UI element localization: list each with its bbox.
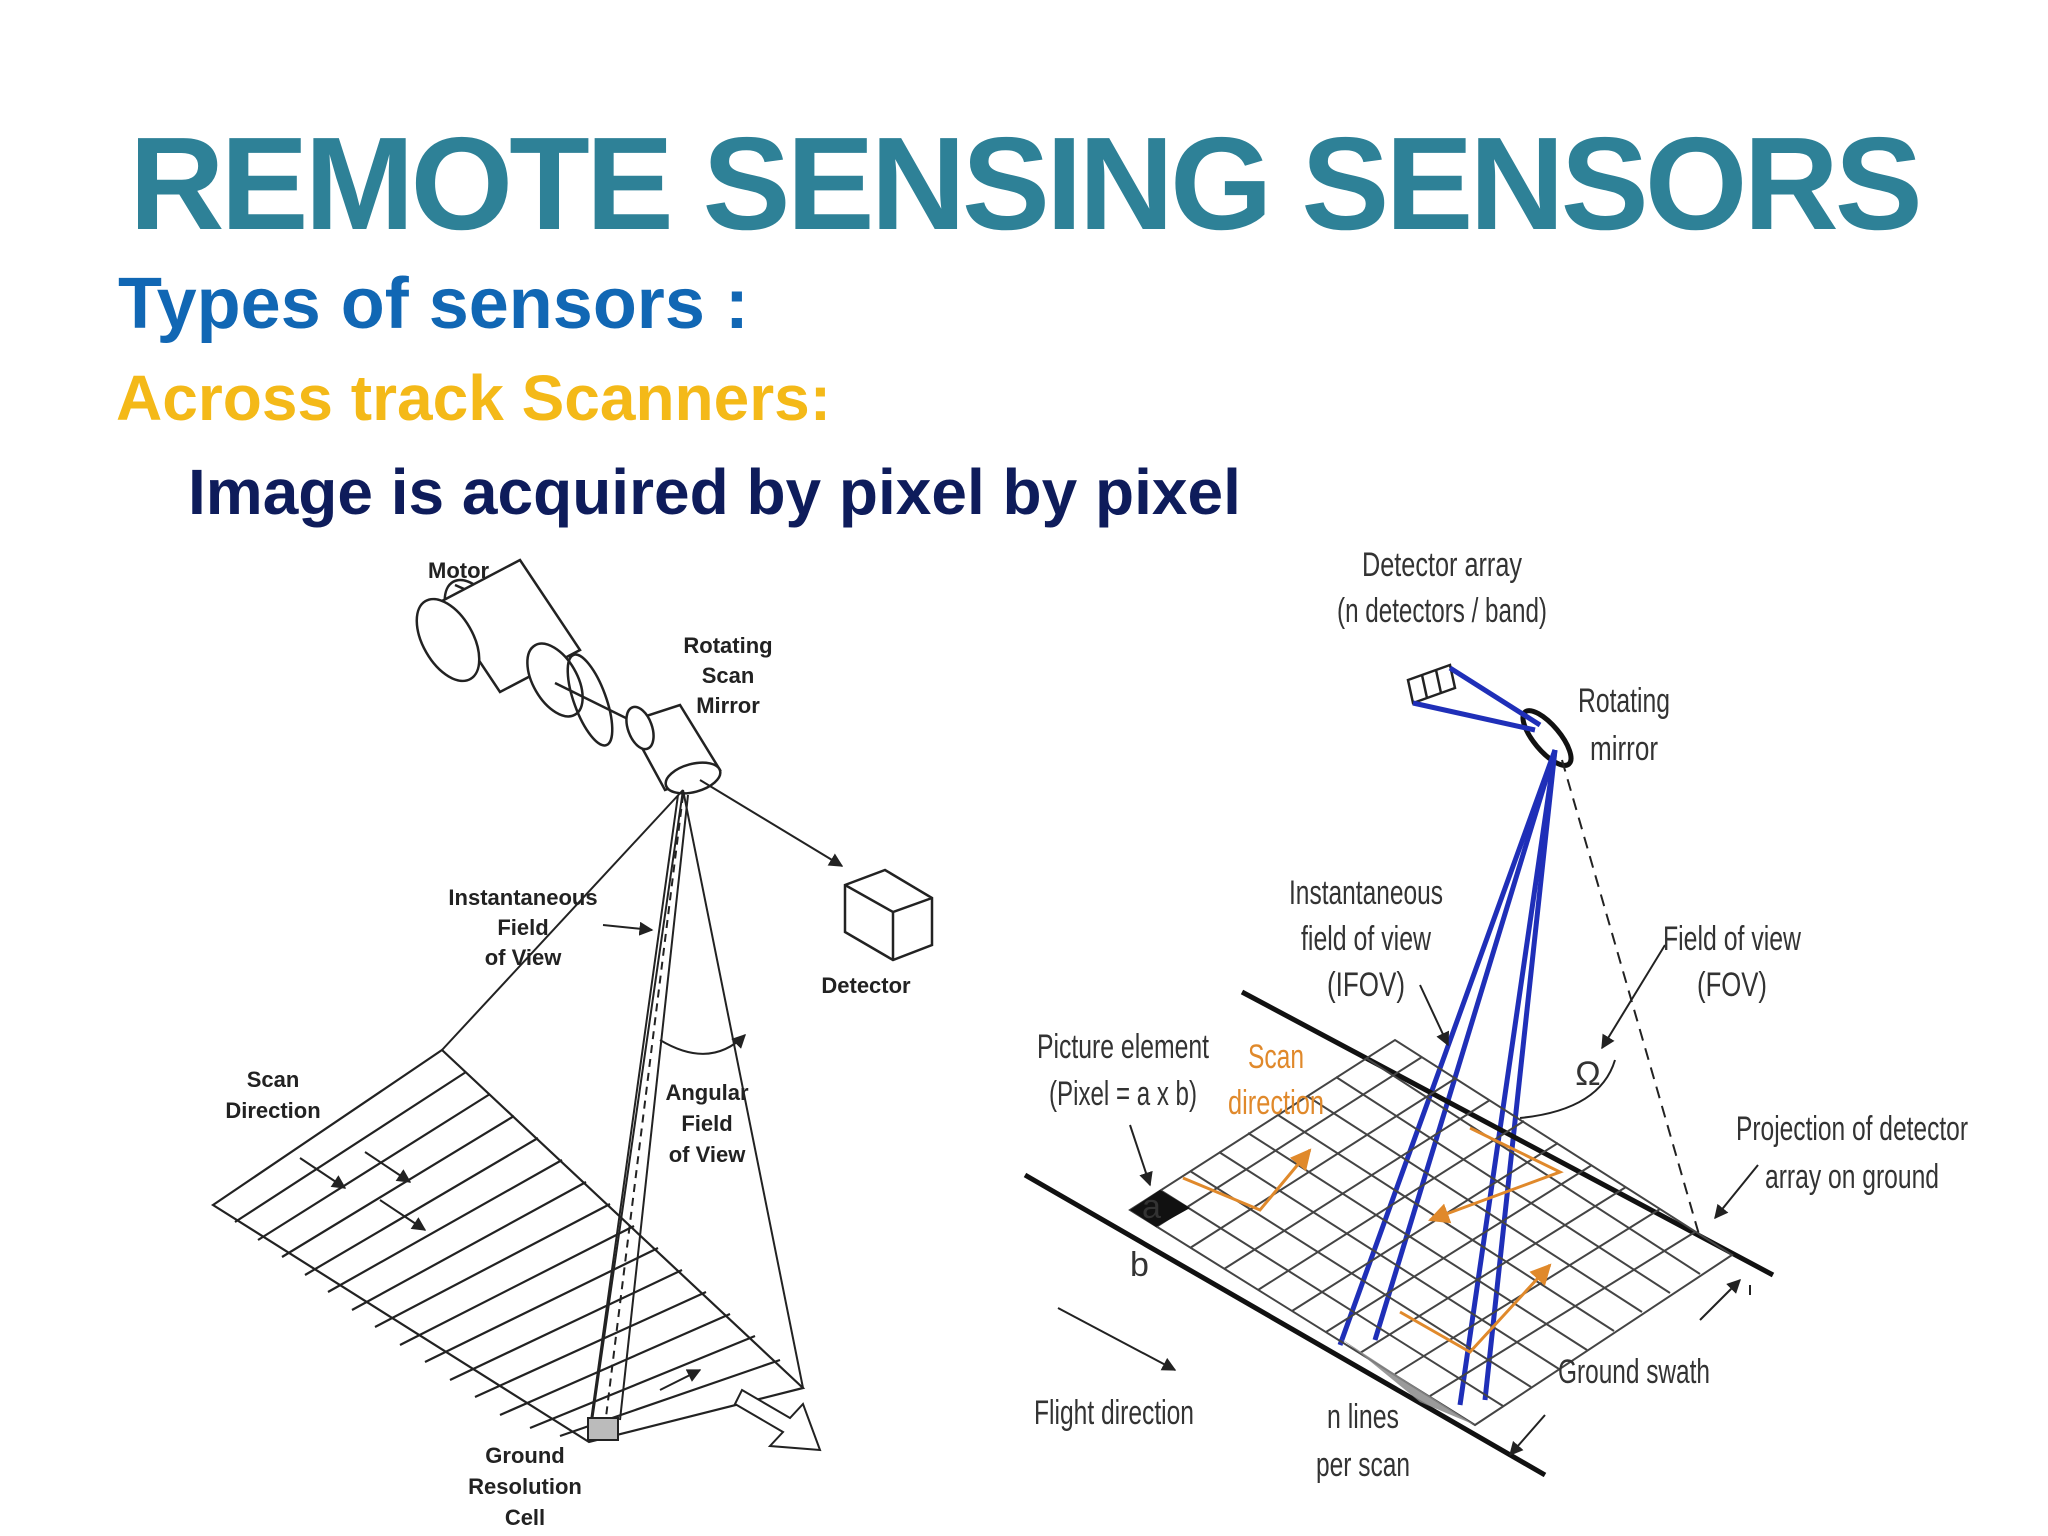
detector-array bbox=[1406, 663, 1457, 705]
scan-direction-arrows bbox=[1182, 1126, 1564, 1354]
label-pixel-2: (Pixel = a x b) bbox=[1049, 1075, 1197, 1113]
label-grc-3: Cell bbox=[505, 1505, 545, 1530]
section-heading: Across track Scanners: bbox=[116, 362, 832, 434]
label-pixel-1: Picture element bbox=[1037, 1028, 1209, 1066]
label-detector-array-1: Detector array bbox=[1362, 546, 1522, 584]
label-projection-1: Projection of detector bbox=[1736, 1110, 1968, 1148]
ifov-pointer bbox=[602, 921, 654, 936]
label-scan-dir-1: Scan bbox=[247, 1067, 300, 1092]
pixel-cell-black bbox=[1130, 1190, 1190, 1227]
label-ifov-2: field of view bbox=[1301, 920, 1431, 958]
label-rotating-mirror-2: mirror bbox=[1590, 730, 1658, 768]
scan-mirror bbox=[625, 703, 722, 795]
label-fov-2: (FOV) bbox=[1697, 966, 1767, 1004]
rotating-mirror bbox=[1520, 708, 1574, 768]
label-motor: Motor bbox=[428, 558, 490, 583]
pixel-grid bbox=[1128, 1038, 1734, 1427]
label-detector: Detector bbox=[821, 973, 911, 998]
angular-fov-arc bbox=[659, 1034, 746, 1055]
label-projection-2: array on ground bbox=[1765, 1158, 1939, 1196]
label-n-lines-1: n lines bbox=[1327, 1398, 1399, 1436]
label-ifov-3: (IFOV) bbox=[1327, 966, 1405, 1004]
output-arrow bbox=[733, 1388, 822, 1452]
label-ifov-1: Instantaneous bbox=[448, 885, 597, 910]
field-of-view-cone bbox=[441, 789, 804, 1443]
label-ifov-2: Field bbox=[497, 915, 548, 940]
label-detector-array-2: (n detectors / band) bbox=[1337, 592, 1547, 630]
label-ifov-3: of View bbox=[485, 945, 563, 970]
label-grc-2: Resolution bbox=[468, 1474, 582, 1499]
label-a: a bbox=[1142, 1188, 1161, 1226]
detector-box bbox=[843, 868, 934, 962]
label-afov-3: of View bbox=[669, 1142, 747, 1167]
label-b: b bbox=[1130, 1246, 1149, 1284]
ground-scan-arrows bbox=[299, 1151, 702, 1391]
label-ifov-1: Instantaneous bbox=[1289, 874, 1443, 912]
label-rotating-mirror-1: Rotating bbox=[1578, 682, 1670, 720]
slide-subtitle: Types of sensors : bbox=[118, 264, 749, 344]
label-mirror-1: Rotating bbox=[683, 633, 772, 658]
label-mirror-2: Scan bbox=[702, 663, 755, 688]
label-n-lines-2: per scan bbox=[1316, 1446, 1410, 1484]
label-afov-1: Angular bbox=[665, 1080, 749, 1105]
label-mirror-3: Mirror bbox=[696, 693, 760, 718]
label-fov-1: Field of view bbox=[1663, 920, 1801, 958]
label-afov-2: Field bbox=[681, 1111, 732, 1136]
label-flight-direction: Flight direction bbox=[1034, 1394, 1194, 1432]
label-scan-dir-2: Direction bbox=[225, 1098, 320, 1123]
label-scan-1: Scan bbox=[1248, 1038, 1304, 1076]
label-scan-2: direction bbox=[1228, 1084, 1324, 1122]
callout-lines bbox=[1057, 944, 1759, 1457]
label-grc-1: Ground bbox=[485, 1443, 564, 1468]
label-ground-swath: Ground swath bbox=[1558, 1353, 1710, 1391]
slide-title: REMOTE SENSING SENSORS bbox=[129, 110, 1923, 257]
ifov-beam bbox=[587, 794, 689, 1441]
ground-swath-edges bbox=[1023, 989, 1775, 1478]
body-text: Image is acquired by pixel by pixel bbox=[188, 456, 1241, 528]
mirror-to-detector-arrow bbox=[699, 779, 844, 867]
label-omega: Ω bbox=[1575, 1055, 1600, 1093]
